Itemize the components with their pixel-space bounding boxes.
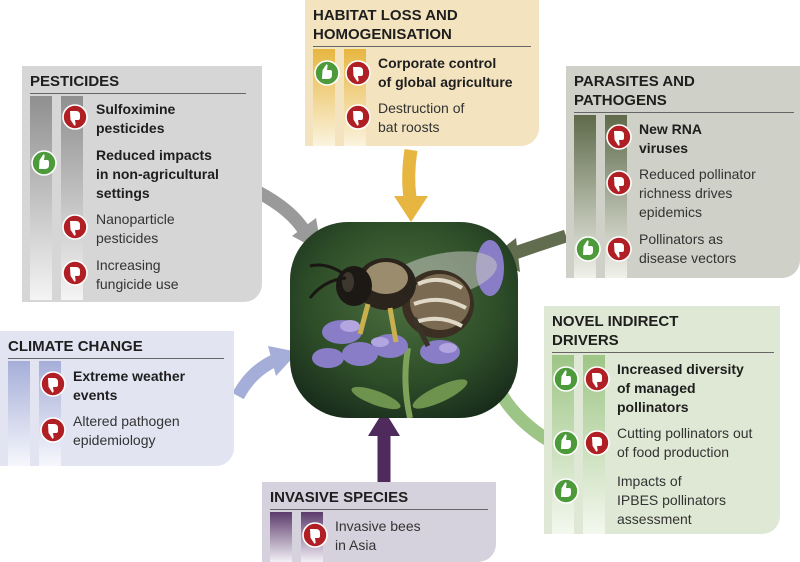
thumbs-up-icon xyxy=(575,236,601,262)
thumbs-down-icon xyxy=(345,104,371,130)
thumbs-down-icon xyxy=(40,417,66,443)
thumbs-down-icon xyxy=(62,260,88,286)
pesticides-title: PESTICIDES xyxy=(30,73,120,90)
novel-arrow xyxy=(494,388,552,446)
thumbs-down-icon xyxy=(584,366,610,392)
invasive-title: INVASIVE SPECIES xyxy=(270,489,409,506)
thumbs-up-icon xyxy=(553,430,579,456)
invasive-arrowhead xyxy=(368,410,400,436)
pesticides-title-rule xyxy=(30,93,246,94)
habitat-title-rule xyxy=(313,46,531,47)
climate-title: CLIMATE CHANGE xyxy=(8,338,143,355)
climate-title-rule xyxy=(8,358,224,359)
invasive-positive-stripe xyxy=(270,512,292,562)
pesticides-arrow xyxy=(254,186,311,236)
pesticides-positive-stripe xyxy=(30,96,52,300)
climate-positive-stripe xyxy=(8,361,30,466)
thumbs-up-icon xyxy=(31,150,57,176)
thumbs-down-icon xyxy=(62,104,88,130)
habitat-arrow xyxy=(402,148,418,199)
thumbs-down-icon xyxy=(302,522,328,548)
thumbs-down-icon xyxy=(606,236,632,262)
thumbs-down-icon xyxy=(345,60,371,86)
parasites-arrow xyxy=(509,229,568,261)
invasive-title-rule xyxy=(270,509,488,510)
thumbs-down-icon xyxy=(62,214,88,240)
habitat-arrowhead xyxy=(394,196,428,222)
thumbs-down-icon xyxy=(606,124,632,150)
thumbs-up-icon xyxy=(553,478,579,504)
thumbs-down-icon xyxy=(606,170,632,196)
climate-arrow xyxy=(232,354,279,400)
thumbs-up-icon xyxy=(553,366,579,392)
thumbs-up-icon xyxy=(314,60,340,86)
novel-title-rule xyxy=(552,352,774,353)
pesticides-negative-stripe xyxy=(61,96,83,300)
parasites-title-rule xyxy=(574,112,794,113)
thumbs-down-icon xyxy=(40,371,66,397)
bee-photo xyxy=(290,222,518,418)
thumbs-down-icon xyxy=(584,430,610,456)
